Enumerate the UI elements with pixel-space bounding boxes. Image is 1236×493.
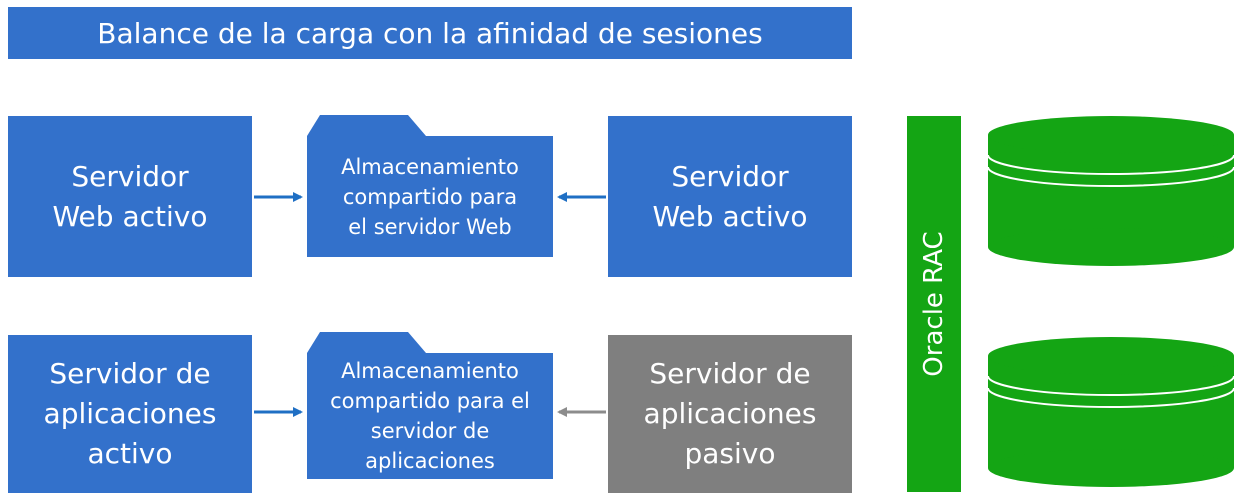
oracle-rac-bar: Oracle RAC	[907, 116, 961, 492]
app-storage-line-3: servidor de	[370, 419, 490, 443]
database-disk-2-icon	[987, 337, 1235, 487]
app-server-active-line-2: aplicaciones	[43, 397, 217, 430]
web-server-right-line-1: Servidor	[671, 159, 789, 193]
app-server-passive: Servidor de aplicaciones pasivo	[608, 335, 852, 493]
app-storage-line-2: compartido para el	[330, 389, 530, 413]
app-storage-folder-icon	[307, 332, 553, 479]
web-server-active-right: Servidor Web activo	[608, 116, 852, 277]
web-server-left-line-2: Web activo	[52, 199, 208, 233]
web-server-right-line-2: Web activo	[652, 199, 808, 233]
app-server-active: Servidor de aplicaciones activo	[8, 335, 252, 493]
diagram-title: Balance de la carga con la afinidad de s…	[97, 16, 763, 50]
web-storage-line-3: el servidor Web	[348, 214, 512, 239]
app-storage-line-1: Almacenamiento	[341, 359, 519, 383]
app-server-active-line-1: Servidor de	[49, 357, 211, 390]
web-storage-folder-icon	[307, 115, 553, 257]
oracle-rac-label: Oracle RAC	[919, 231, 949, 377]
database-disk-1-icon	[987, 116, 1235, 266]
app-storage-label: Almacenamiento compartido para el servid…	[307, 353, 553, 479]
web-storage-line-2: compartido para	[342, 184, 518, 209]
web-storage-line-1: Almacenamiento	[341, 154, 519, 179]
app-server-passive-line-3: pasivo	[684, 437, 776, 470]
app-server-active-line-3: activo	[87, 437, 173, 470]
web-server-left-line-1: Servidor	[71, 159, 189, 193]
diagram-title-banner: Balance de la carga con la afinidad de s…	[8, 7, 852, 59]
app-storage-line-4: aplicaciones	[365, 449, 495, 473]
app-server-passive-line-1: Servidor de	[649, 357, 811, 390]
web-server-active-left: Servidor Web activo	[8, 116, 252, 277]
app-server-passive-line-2: aplicaciones	[643, 397, 817, 430]
web-storage-label: Almacenamiento compartido para el servid…	[307, 136, 553, 257]
